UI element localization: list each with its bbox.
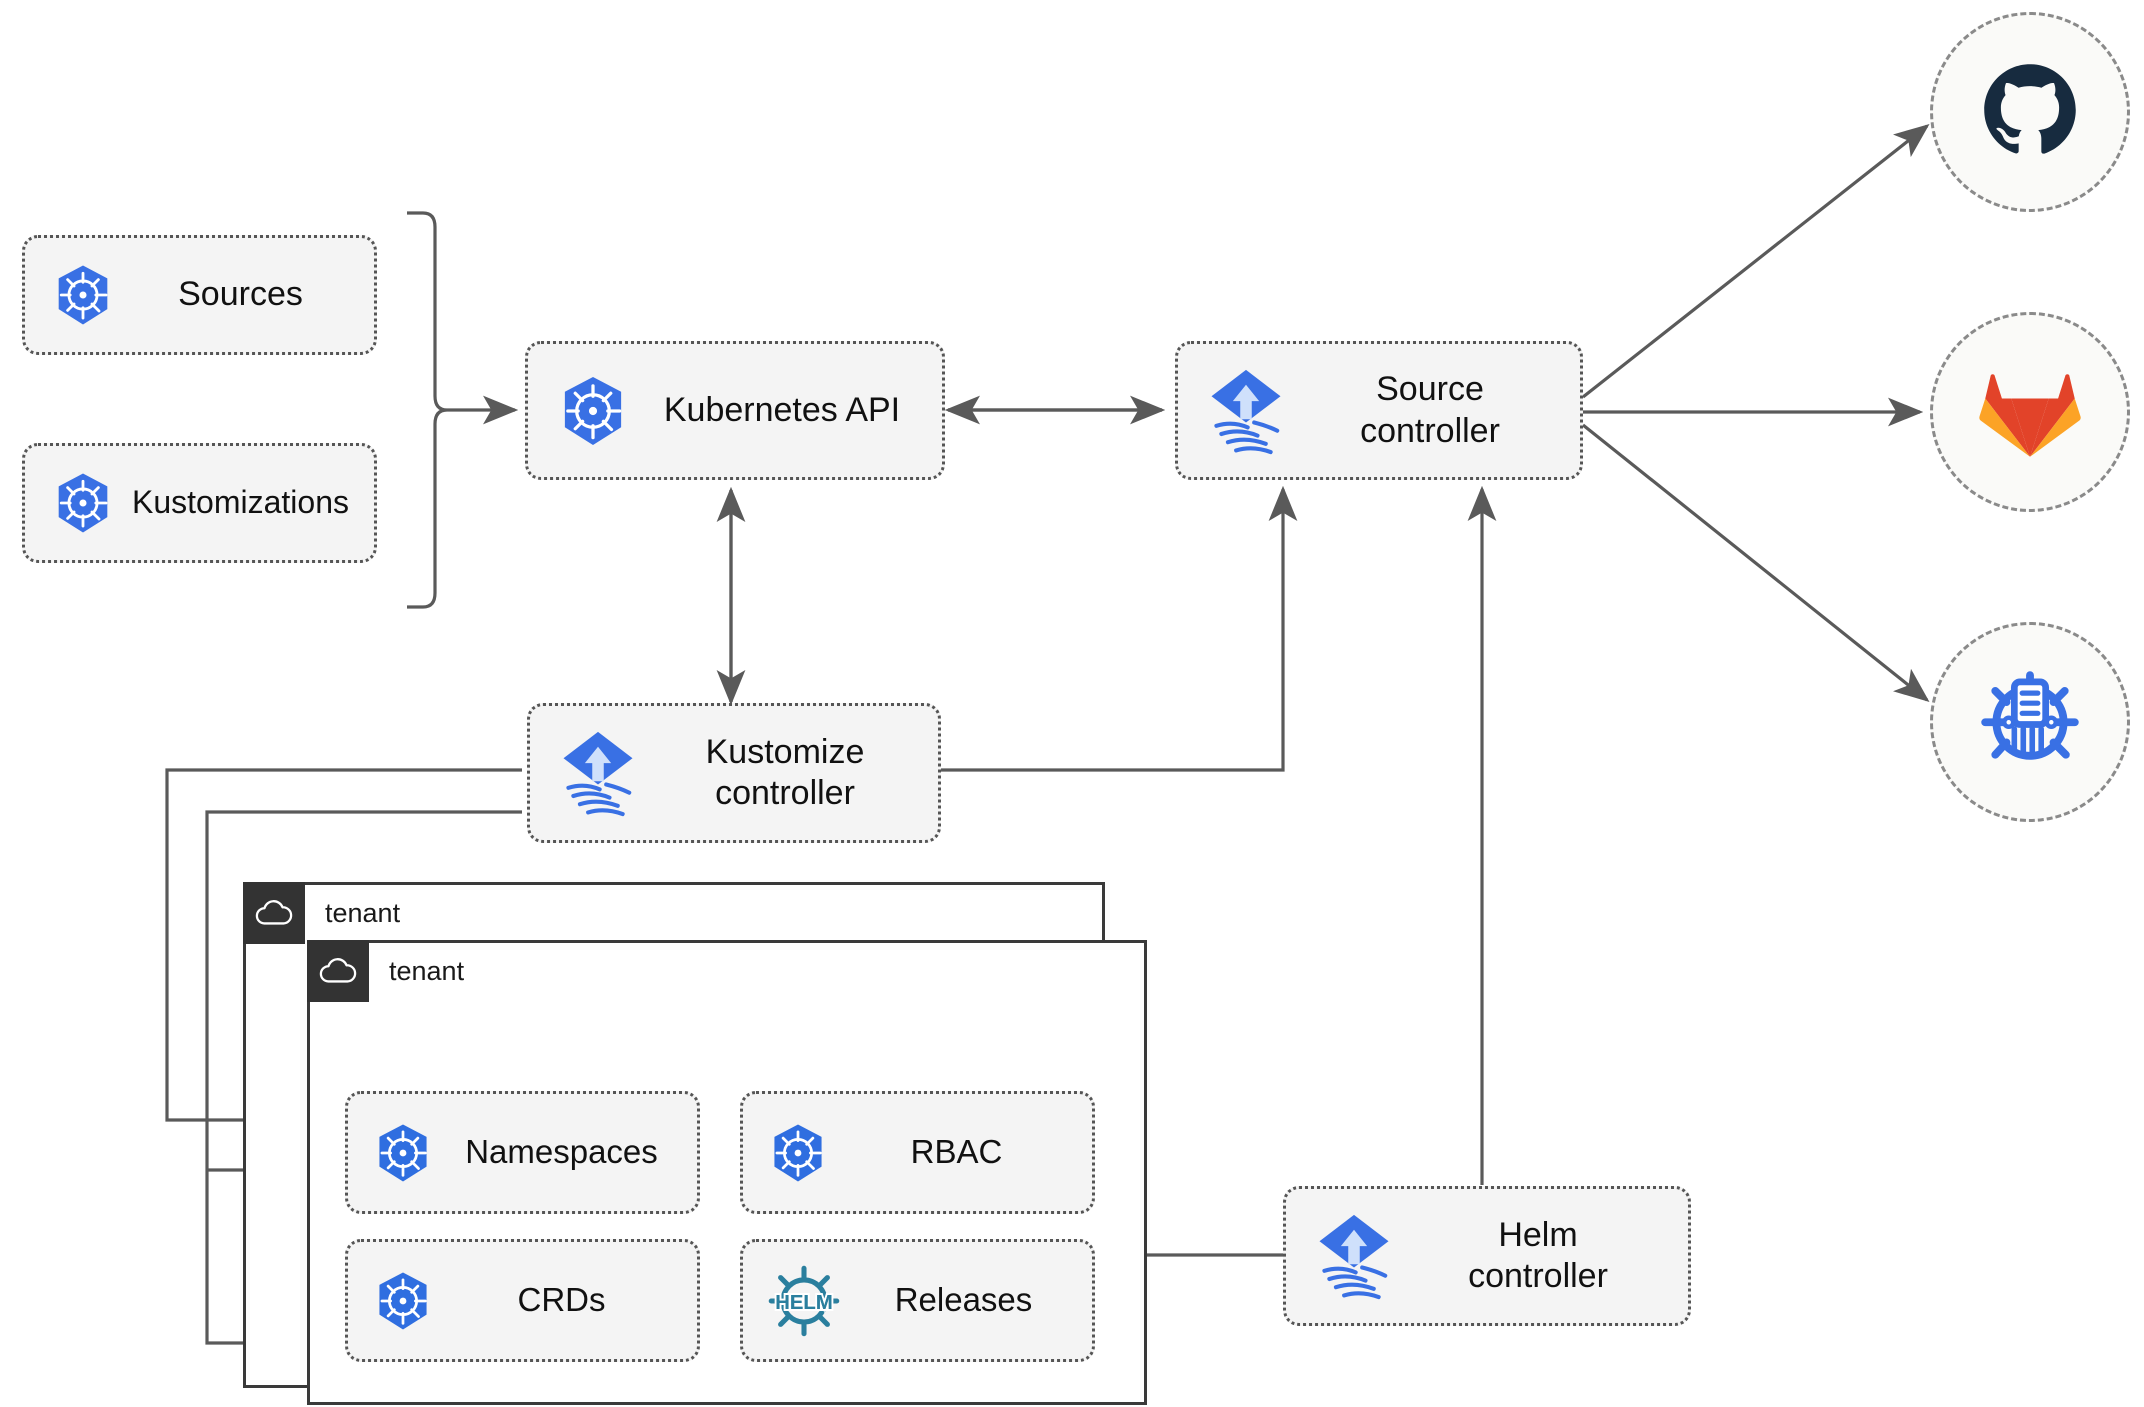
gitlab-icon [1978, 360, 2082, 465]
tenant-box-inner[interactable]: tenant Namespaces [307, 940, 1147, 1405]
node-kustomizations[interactable]: Kustomizations [22, 443, 377, 563]
tenant-label: tenant [389, 955, 465, 986]
tenant-header: tenant [307, 940, 464, 1002]
node-label: Releases [894, 1281, 1033, 1319]
helm-charts-icon [1974, 664, 2086, 781]
tenant-label: tenant [325, 897, 401, 928]
flux-icon [1312, 1210, 1396, 1302]
svg-text:HELM: HELM [775, 1291, 832, 1313]
node-kubernetes-api[interactable]: Kubernetes API [525, 341, 945, 480]
cloud-icon [307, 940, 369, 1002]
endpoint-github[interactable] [1930, 12, 2130, 212]
node-rbac[interactable]: RBAC [740, 1091, 1095, 1214]
svg-text:HELM: HELM [775, 1291, 832, 1313]
flux-icon [1204, 365, 1288, 457]
kubernetes-icon [767, 1122, 829, 1184]
node-label: Sources [178, 275, 303, 314]
kubernetes-icon [372, 1270, 434, 1332]
node-label: Kustomize controller [705, 732, 865, 812]
endpoint-gitlab[interactable] [1930, 312, 2130, 512]
kubernetes-icon [372, 1122, 434, 1184]
node-source-controller[interactable]: Source controller [1175, 341, 1583, 480]
cloud-icon [243, 882, 305, 944]
tenant-header: tenant [243, 882, 400, 944]
kubernetes-icon [51, 263, 115, 327]
github-icon [1978, 58, 2082, 167]
node-helm-controller[interactable]: Helm controller [1283, 1186, 1691, 1326]
node-releases[interactable]: HELM HELM Releases [740, 1239, 1095, 1362]
kubernetes-icon [556, 374, 630, 448]
endpoint-helm-charts[interactable] [1930, 622, 2130, 822]
node-label: CRDs [517, 1281, 606, 1319]
node-namespaces[interactable]: Namespaces [345, 1091, 700, 1214]
node-crds[interactable]: CRDs [345, 1239, 700, 1362]
node-label: Kubernetes API [663, 390, 901, 429]
node-sources[interactable]: Sources [22, 235, 377, 355]
kubernetes-icon [51, 471, 115, 535]
node-label: Source controller [1360, 370, 1500, 450]
flux-icon [556, 727, 640, 819]
node-label: RBAC [910, 1133, 1003, 1171]
node-label: Helm controller [1468, 1215, 1608, 1295]
node-label: Kustomizations [132, 484, 349, 521]
node-label: Namespaces [465, 1133, 658, 1171]
node-kustomize-controller[interactable]: Kustomize controller [527, 703, 941, 843]
helm-icon: HELM HELM [765, 1262, 843, 1340]
